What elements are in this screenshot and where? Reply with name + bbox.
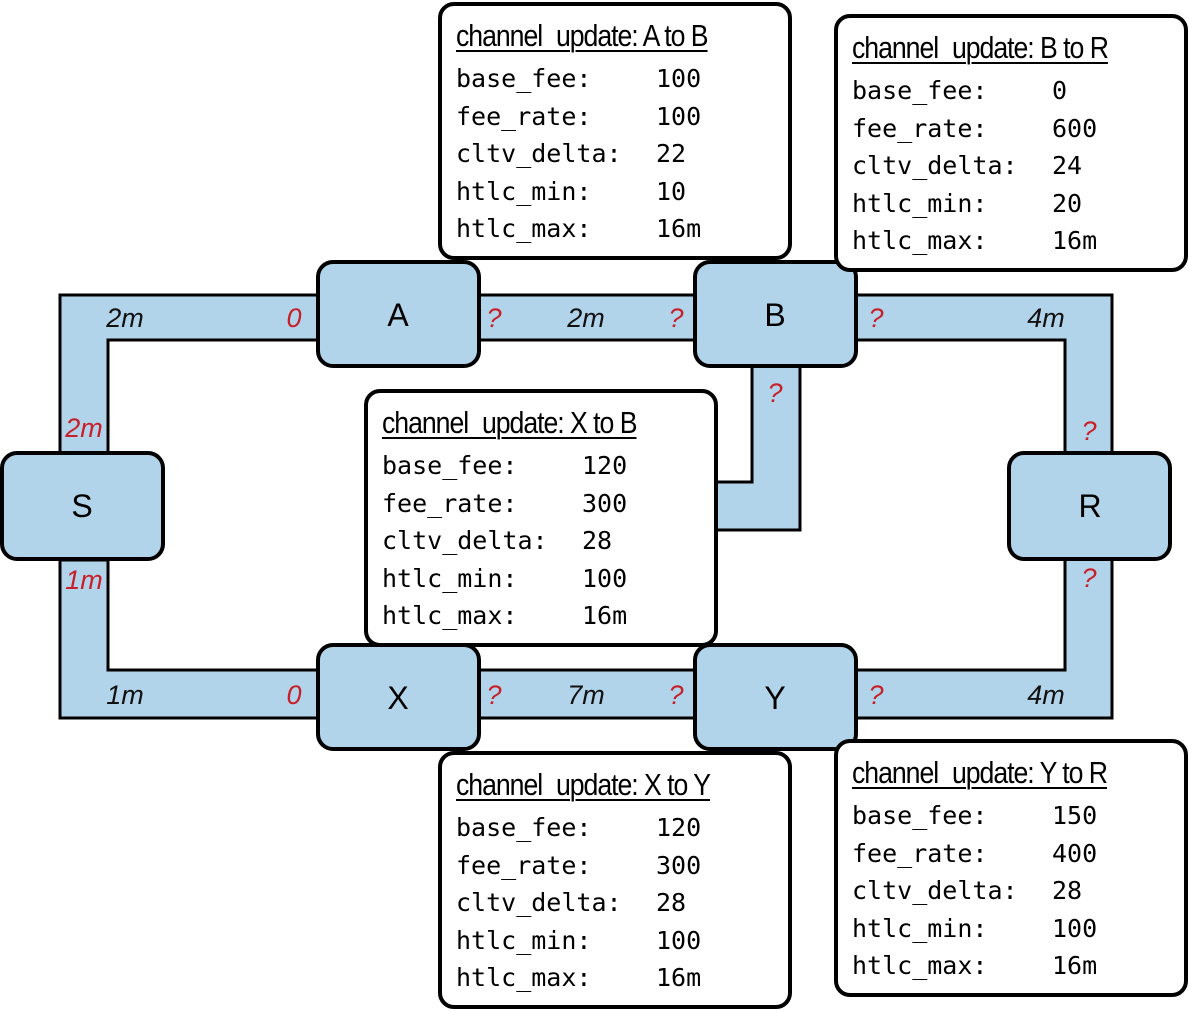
field-value: 0 xyxy=(1052,76,1068,105)
field-key: fee_rate: xyxy=(852,838,988,868)
amount-b-r-right: 4m xyxy=(1027,303,1065,333)
amount-y-r-right: 4m xyxy=(1027,680,1065,710)
node-x-label: X xyxy=(387,680,408,716)
field-value: 100 xyxy=(656,925,702,955)
field-key: cltv_delta: xyxy=(852,151,1018,180)
amount-s-a-left: 2m xyxy=(105,303,144,333)
field-value: 400 xyxy=(1052,838,1098,868)
amount-a-b-mid: 2m xyxy=(566,303,605,333)
field-key: htlc_max: xyxy=(456,963,592,992)
node-x[interactable]: X xyxy=(316,643,481,751)
field-value: 16m xyxy=(582,601,628,630)
field-key: cltv_delta: xyxy=(382,526,548,555)
field-value: 28 xyxy=(656,888,687,917)
field-key: cltv_delta: xyxy=(456,139,622,168)
field-value: 100 xyxy=(656,101,702,131)
amount-r-down: ? xyxy=(1081,563,1096,593)
field-key: base_fee: xyxy=(456,64,592,93)
field-key: fee_rate: xyxy=(456,850,592,880)
field-key: base_fee: xyxy=(852,801,988,830)
channel-y-r xyxy=(853,556,1114,720)
field-key: fee_rate: xyxy=(852,113,988,143)
channel-update-title: channel_update: X to B xyxy=(382,405,638,440)
amount-s-down: 1m xyxy=(65,565,103,595)
field-key: htlc_max: xyxy=(456,214,592,243)
field-value: 16m xyxy=(656,214,702,243)
amount-x-y-right: ? xyxy=(668,680,683,710)
node-r-label: R xyxy=(1078,488,1101,524)
field-value: 16m xyxy=(1052,951,1098,980)
field-value: 10 xyxy=(656,176,687,206)
field-value: 100 xyxy=(1052,913,1098,943)
amount-a-b-left: ? xyxy=(486,303,501,333)
amount-s-x-left: 1m xyxy=(106,680,144,710)
field-value: 150 xyxy=(1052,801,1098,830)
channel-x-b xyxy=(713,364,802,532)
channel-b-r xyxy=(853,293,1114,457)
field-value: 120 xyxy=(656,813,702,842)
amount-s-up: 2m xyxy=(64,413,103,443)
node-b-label: B xyxy=(764,297,785,333)
field-value: 600 xyxy=(1052,113,1098,143)
field-key: cltv_delta: xyxy=(456,888,622,917)
field-value: 28 xyxy=(582,526,613,555)
field-key: htlc_min: xyxy=(852,913,988,943)
amount-r-up: ? xyxy=(1081,416,1096,446)
field-key: htlc_max: xyxy=(852,226,988,255)
amount-s-x-right: 0 xyxy=(286,680,301,710)
field-value: 16m xyxy=(1052,226,1098,255)
node-a-label: A xyxy=(387,297,409,333)
channel-update-title: channel_update: Y to R xyxy=(852,755,1108,790)
channel-update-x-to-y: channel_update: X to Y base_fee: 120 fee_… xyxy=(438,751,792,1009)
field-key: htlc_min: xyxy=(852,188,988,218)
amount-s-a-right: 0 xyxy=(286,303,301,333)
field-value: 24 xyxy=(1052,151,1083,180)
amount-a-b-right: ? xyxy=(668,303,683,333)
node-a[interactable]: A xyxy=(316,260,481,368)
field-value: 16m xyxy=(656,963,702,992)
amount-x-y-mid: 7m xyxy=(567,680,605,710)
channel-update-title: channel_update: X to Y xyxy=(456,767,711,802)
field-key: base_fee: xyxy=(382,451,518,480)
field-key: fee_rate: xyxy=(382,488,518,518)
channel-update-y-to-r: channel_update: Y to R base_fee: 150 fee_… xyxy=(834,739,1188,997)
node-r[interactable]: R xyxy=(1007,451,1172,561)
node-b[interactable]: B xyxy=(693,260,858,368)
field-key: base_fee: xyxy=(456,813,592,842)
channel-update-a-to-b: channel_update: A to B base_fee: 100 fee_… xyxy=(438,2,792,260)
field-key: htlc_min: xyxy=(382,563,518,593)
field-key: htlc_min: xyxy=(456,176,592,206)
field-value: 100 xyxy=(582,563,628,593)
amount-y-r-left: ? xyxy=(868,680,883,710)
field-value: 120 xyxy=(582,451,628,480)
field-value: 100 xyxy=(656,64,702,93)
amount-x-y-left: ? xyxy=(486,680,501,710)
field-value: 28 xyxy=(1052,876,1083,905)
field-value: 22 xyxy=(656,139,687,168)
field-value: 300 xyxy=(582,488,628,518)
field-key: htlc_max: xyxy=(852,951,988,980)
field-key: htlc_max: xyxy=(382,601,518,630)
node-s-label: S xyxy=(71,488,92,524)
channel-update-x-to-b: channel_update: X to B base_fee: 120 fee_… xyxy=(364,389,718,647)
field-value: 300 xyxy=(656,850,702,880)
amount-b-r-left: ? xyxy=(868,303,883,333)
channel-update-title: channel_update: B to R xyxy=(852,30,1109,65)
field-key: base_fee: xyxy=(852,76,988,105)
field-value: 20 xyxy=(1052,188,1083,218)
amount-b-down: ? xyxy=(767,378,782,408)
node-s[interactable]: S xyxy=(0,451,165,561)
channel-update-title: channel_update: A to B xyxy=(456,18,709,53)
field-key: fee_rate: xyxy=(456,101,592,131)
channel-update-b-to-r: channel_update: B to R base_fee: 0 fee_ra… xyxy=(834,14,1188,272)
node-y[interactable]: Y xyxy=(693,643,858,751)
node-y-label: Y xyxy=(764,680,785,716)
field-key: htlc_min: xyxy=(456,925,592,955)
field-key: cltv_delta: xyxy=(852,876,1018,905)
